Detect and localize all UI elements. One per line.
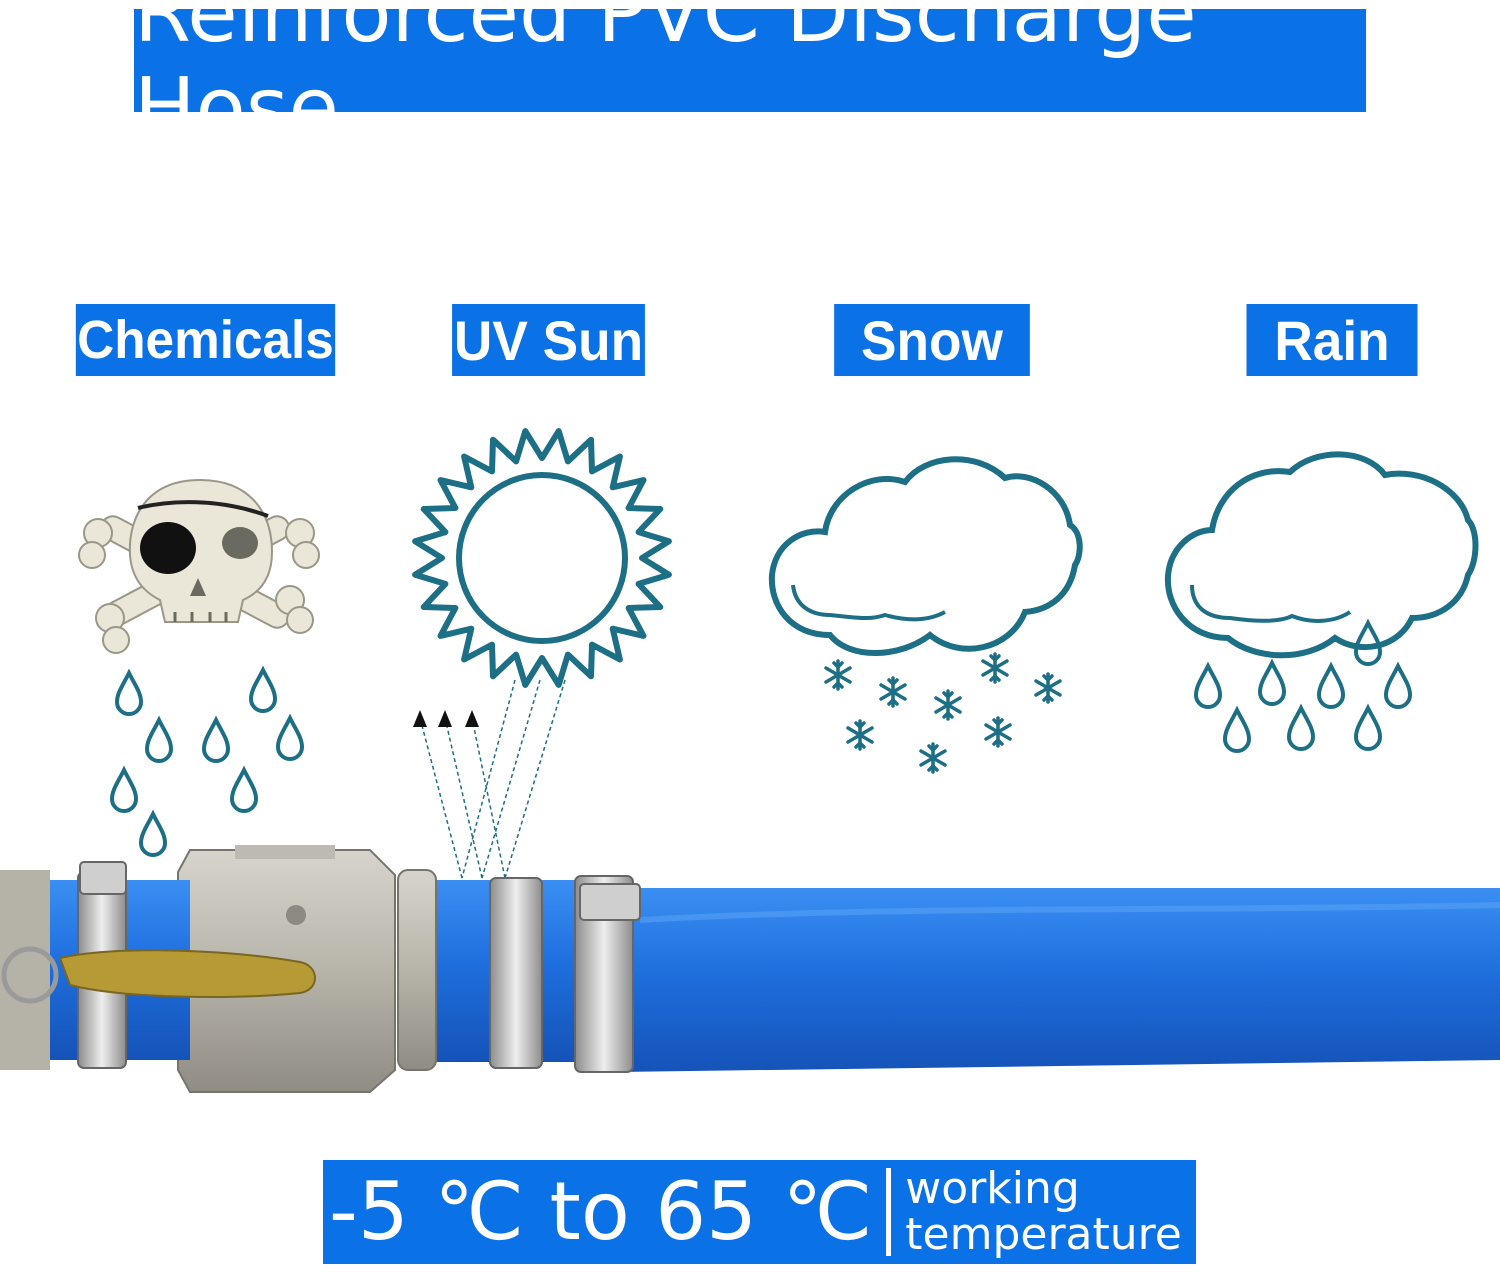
sun-rays [412, 428, 672, 688]
chemicals-label: Chemicals [75, 304, 336, 376]
rain-label-text: Rain [1274, 308, 1390, 372]
water-drop-icon [110, 668, 304, 857]
sun-icon [412, 428, 672, 879]
snow-label-text: Snow [861, 308, 1003, 372]
water-drop-icon [1194, 621, 1412, 753]
rain-label: Rain [1246, 304, 1418, 376]
temperature-banner: -5 ℃ to 65 ℃ working temperature [323, 1160, 1196, 1264]
rain-cloud-icon [1164, 451, 1479, 753]
uv-sun-label: UV Sun [452, 304, 645, 376]
temperature-description: working temperature [905, 1166, 1182, 1258]
title-banner: Reinforced PVC Discharge Hose [134, 0, 1366, 156]
snow-label: Snow [834, 304, 1030, 376]
chemicals-label-text: Chemicals [77, 310, 334, 370]
hose-photo [0, 845, 1500, 1093]
temperature-desc-line1: working [905, 1163, 1080, 1214]
snow-cloud-icon [768, 456, 1083, 774]
temperature-desc-line2: temperature [905, 1209, 1182, 1260]
skull-crossbones-icon [78, 478, 320, 654]
uv-sun-label-text: UV Sun [453, 308, 644, 372]
temperature-range: -5 ℃ to 65 ℃ [329, 1165, 873, 1258]
divider [886, 1168, 892, 1256]
page-title: Reinforced PVC Discharge Hose [134, 0, 1197, 156]
